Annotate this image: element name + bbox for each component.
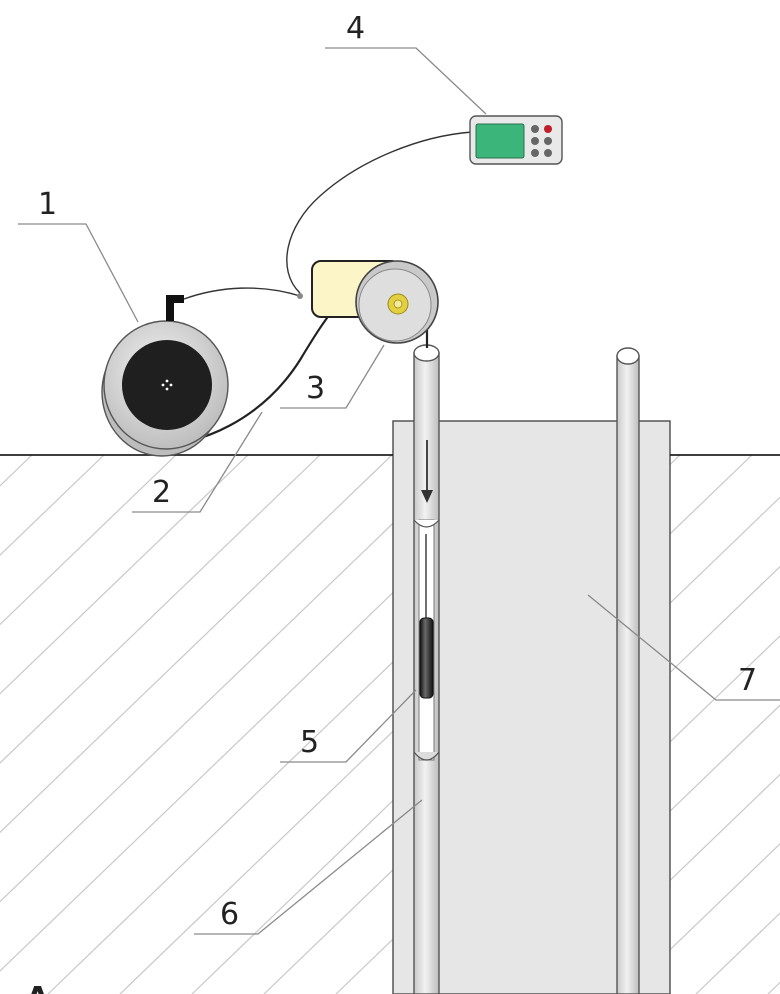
- label-readout-unit: 4: [346, 11, 365, 46]
- hatch-line: [767, 981, 780, 994]
- label-corner-letter: A: [26, 981, 50, 994]
- hatch-line: [0, 455, 105, 556]
- hatch-line: [0, 455, 33, 487]
- hatch-line: [0, 455, 177, 626]
- label-probe: 5: [300, 725, 319, 760]
- readout-unit: [469, 115, 563, 165]
- label-cable: 2: [152, 475, 171, 510]
- cable-reel: [101, 295, 229, 457]
- hatch-line: [0, 455, 465, 903]
- label-pulley: 3: [306, 371, 325, 406]
- right-tube: [616, 347, 640, 994]
- down-arrow-icon: [421, 440, 433, 503]
- leader-lines: [18, 47, 780, 935]
- label-guide-tube: 6: [220, 897, 239, 932]
- reel-signal-cable: [183, 287, 301, 300]
- label-reel: 1: [38, 187, 57, 222]
- hatch-line: [0, 455, 321, 764]
- hatch-line: [623, 843, 780, 994]
- hatch-line: [0, 455, 393, 834]
- pulley-wheel: [355, 260, 439, 344]
- probe: [419, 534, 434, 699]
- hatch-line: [0, 455, 249, 695]
- readout-cable: [286, 131, 473, 294]
- label-borehole-fill: 7: [738, 663, 757, 698]
